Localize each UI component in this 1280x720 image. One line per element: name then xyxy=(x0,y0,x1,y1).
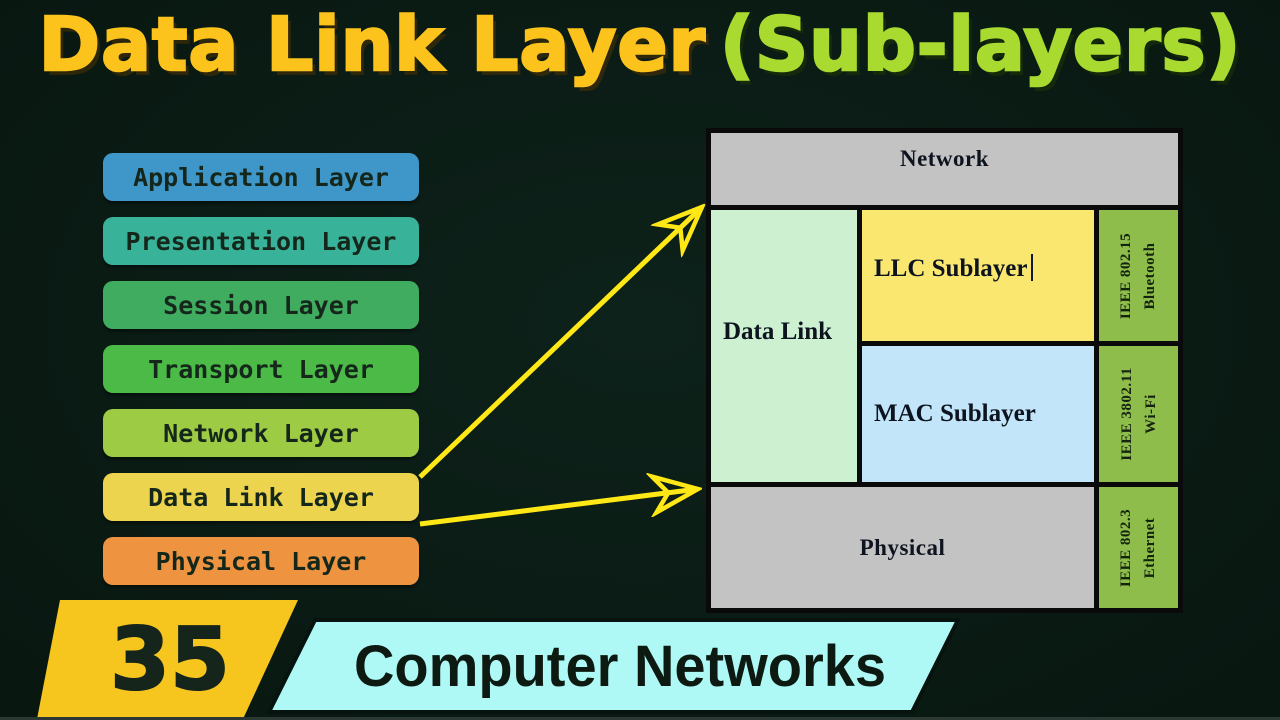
title-suffix: (Sub-layers) xyxy=(719,1,1242,90)
osi-layer-datalink: Data Link Layer xyxy=(103,473,419,521)
standard-name: Bluetooth xyxy=(1142,241,1159,310)
standard-bluetooth: IEEE 802.15 Bluetooth xyxy=(1099,210,1178,341)
osi-layer-session: Session Layer xyxy=(103,281,419,329)
text-cursor xyxy=(1030,254,1034,281)
frame-bottom-edge xyxy=(0,717,1280,720)
osi-layer-label: Data Link Layer xyxy=(148,482,374,512)
osi-layer-label: Network Layer xyxy=(163,418,359,448)
osi-layer-application: Application Layer xyxy=(103,153,419,201)
series-title: Computer Networks xyxy=(353,631,887,699)
standard-code: IEEE 3802.11 xyxy=(1118,367,1135,461)
title-main: Data Link Layer xyxy=(37,1,707,90)
physical-label: Physical xyxy=(859,534,946,560)
diagram-cell-datalink: Data Link xyxy=(711,210,857,482)
osi-layer-presentation: Presentation Layer xyxy=(103,217,419,265)
standard-code: IEEE 802.15 xyxy=(1118,232,1135,319)
diagram-cell-physical: Physical xyxy=(711,487,1094,608)
page-title: Data Link Layer(Sub-layers) xyxy=(0,1,1280,90)
standard-wifi: IEEE 3802.11 Wi-Fi xyxy=(1099,346,1178,482)
episode-number: 35 xyxy=(109,609,231,711)
osi-layer-network: Network Layer xyxy=(103,409,419,457)
network-label: Network xyxy=(899,146,990,171)
datalink-label: Data Link xyxy=(723,318,833,345)
diagram-cell-network: Network xyxy=(711,133,1178,205)
standard-ethernet: IEEE 802.3 Ethernet xyxy=(1099,487,1178,608)
sublayer-diagram: Network Data Link LLC Sublayer MAC Subla… xyxy=(706,128,1183,613)
standard-name: Wi-Fi xyxy=(1142,394,1159,434)
osi-layer-label: Session Layer xyxy=(163,290,359,320)
diagram-cell-mac-sublayer: MAC Sublayer xyxy=(862,346,1094,482)
standard-name: Ethernet xyxy=(1142,517,1159,578)
osi-layer-label: Physical Layer xyxy=(155,546,367,576)
osi-layer-physical: Physical Layer xyxy=(103,537,419,585)
standard-code: IEEE 802.3 xyxy=(1118,508,1135,587)
arrow-to-datalink-row xyxy=(418,207,702,479)
llc-label: LLC Sublayer xyxy=(874,254,1094,283)
osi-layer-transport: Transport Layer xyxy=(103,345,419,393)
diagram-cell-llc-sublayer: LLC Sublayer xyxy=(862,210,1094,341)
arrow-to-physical-boundary xyxy=(419,489,698,527)
osi-layer-label: Application Layer xyxy=(133,162,389,192)
osi-layer-label: Transport Layer xyxy=(148,354,374,384)
osi-layer-label: Presentation Layer xyxy=(125,226,397,256)
mac-label: MAC Sublayer xyxy=(874,400,1036,427)
